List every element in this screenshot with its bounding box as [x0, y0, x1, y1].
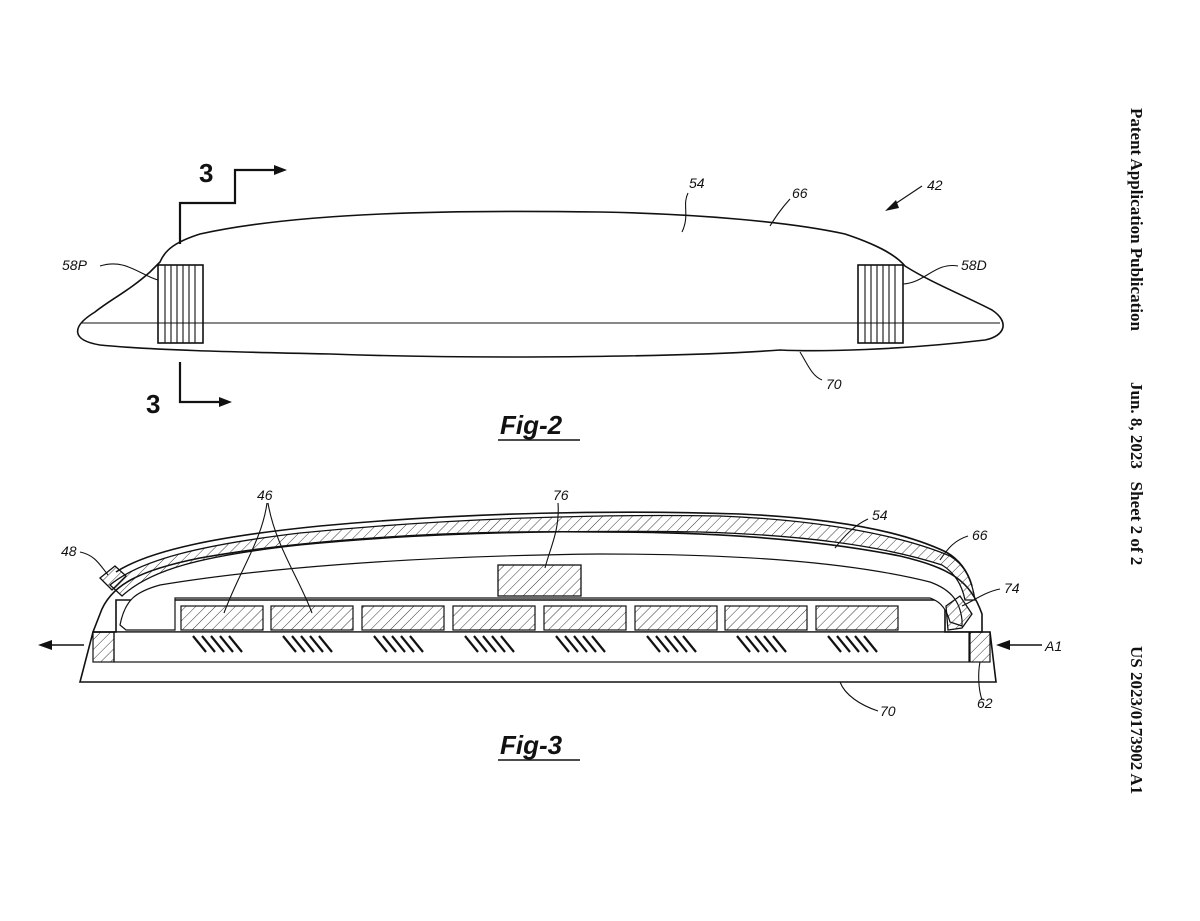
arrowhead-42	[885, 200, 899, 211]
fig2-label: Fig-2	[500, 410, 563, 440]
ref-70-fig2: 70	[826, 376, 842, 392]
inlet-arrowhead	[996, 640, 1010, 650]
section-line-bottom	[178, 362, 225, 404]
fig3-drawing: 46 76 54 66 48 74 A1 70 62 Fig-3	[38, 487, 1062, 761]
ref-74: 74	[1004, 580, 1020, 596]
ref-66-fig2: 66	[792, 185, 808, 201]
fig3-label: Fig-3	[500, 730, 563, 760]
leader-74	[961, 588, 1001, 607]
ref-70-fig3: 70	[880, 703, 896, 719]
fig2-cover-outline	[76, 210, 1004, 358]
leader-46-a	[223, 502, 268, 614]
contact-springs	[192, 635, 878, 653]
button-48	[99, 565, 127, 591]
leader-48	[79, 551, 109, 576]
leader-70-fig3	[839, 681, 879, 712]
section-line-top	[178, 168, 280, 244]
ref-42: 42	[927, 177, 943, 193]
ref-58d: 58D	[961, 257, 987, 273]
publication-number: US 2023/0173902 A1	[1127, 646, 1146, 794]
ref-46: 46	[257, 487, 273, 503]
leader-58p	[99, 263, 159, 281]
leader-76	[544, 502, 559, 569]
ref-54-fig3: 54	[872, 507, 888, 523]
button-stack-58d	[857, 264, 904, 344]
leader-70-fig2	[799, 351, 823, 381]
ref-62: 62	[977, 695, 993, 711]
button-stack-58p	[157, 264, 204, 344]
module-76	[497, 564, 582, 597]
ref-a1: A1	[1044, 638, 1062, 654]
section-arrow-bottom	[219, 397, 232, 407]
leader-62	[978, 661, 983, 701]
ref-76: 76	[553, 487, 569, 503]
fig3-cover-54	[109, 514, 976, 601]
ref-54-fig2: 54	[689, 175, 705, 191]
section-arrow-top	[274, 165, 287, 175]
sheet-header: Patent Application Publication Jun. 8, 2…	[1127, 108, 1146, 794]
leader-54-fig3	[834, 518, 869, 549]
ref-48: 48	[61, 543, 77, 559]
leader-58d	[902, 264, 959, 285]
leader-54-fig2	[681, 192, 689, 233]
leader-66-fig2	[769, 198, 791, 227]
ref-66-fig3: 66	[972, 527, 988, 543]
fig3-skin-66	[115, 511, 973, 587]
outlet-arrowhead	[38, 640, 52, 650]
publication-title: Patent Application Publication	[1127, 108, 1146, 331]
end-block-left	[92, 631, 115, 663]
section-label-top: 3	[199, 158, 213, 188]
leader-66-fig3	[939, 535, 969, 561]
section-label-bottom: 3	[146, 389, 160, 419]
end-block-62	[969, 631, 991, 663]
leader-46-b	[267, 502, 313, 614]
fig2-drawing: 3 3	[62, 158, 1004, 441]
ref-58p: 58P	[62, 257, 88, 273]
date-sheet-number: Jun. 8, 2023 Sheet 2 of 2	[1127, 382, 1146, 565]
fig3-channel	[113, 631, 970, 663]
switch-pads-46	[180, 605, 899, 631]
